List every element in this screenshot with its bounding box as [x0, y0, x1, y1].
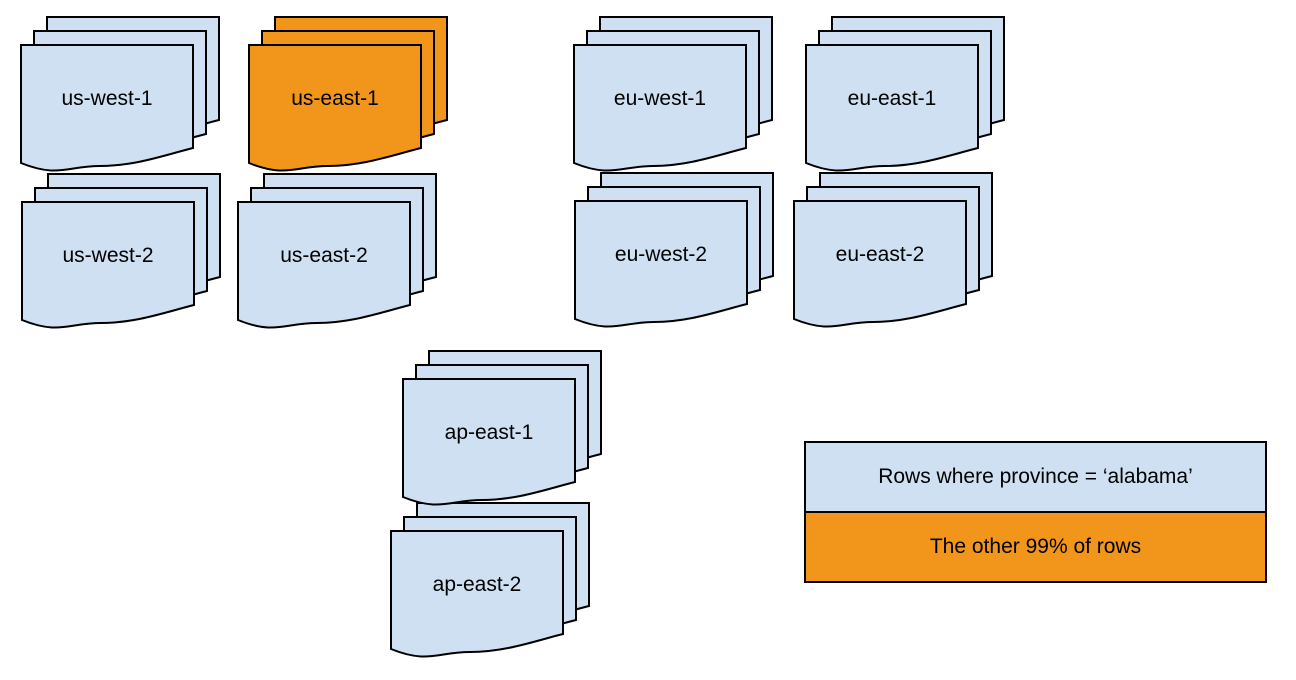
region-stack-eu-east-1: eu-east-1	[805, 16, 1007, 180]
document-stack-icon	[402, 350, 602, 506]
legend-item-other-rows: The other 99% of rows	[806, 511, 1265, 581]
document-stack-icon	[573, 16, 773, 172]
document-stack-icon	[805, 16, 1005, 172]
document-stack-icon	[390, 502, 590, 658]
legend-item-label: Rows where province = ‘alabama’	[878, 465, 1193, 488]
region-stack-eu-west-1: eu-west-1	[573, 16, 775, 180]
document-stack-icon	[21, 173, 221, 329]
region-stack-us-west-2: us-west-2	[21, 173, 223, 337]
document-stack-icon	[574, 172, 774, 328]
document-stack-icon	[237, 173, 437, 329]
region-stack-eu-west-2: eu-west-2	[574, 172, 776, 336]
region-stack-us-east-1: us-east-1	[248, 16, 450, 180]
region-stack-us-west-1: us-west-1	[20, 16, 222, 180]
region-stack-us-east-2: us-east-2	[237, 173, 439, 337]
legend: Rows where province = ‘alabama’ The othe…	[804, 441, 1267, 583]
legend-item-alabama-rows: Rows where province = ‘alabama’	[806, 443, 1265, 511]
document-stack-icon	[793, 172, 993, 328]
document-stack-icon	[20, 16, 220, 172]
region-stack-ap-east-2: ap-east-2	[390, 502, 592, 666]
legend-item-label: The other 99% of rows	[929, 535, 1142, 558]
region-stack-ap-east-1: ap-east-1	[402, 350, 604, 514]
region-stack-eu-east-2: eu-east-2	[793, 172, 995, 336]
document-stack-icon	[248, 16, 448, 172]
